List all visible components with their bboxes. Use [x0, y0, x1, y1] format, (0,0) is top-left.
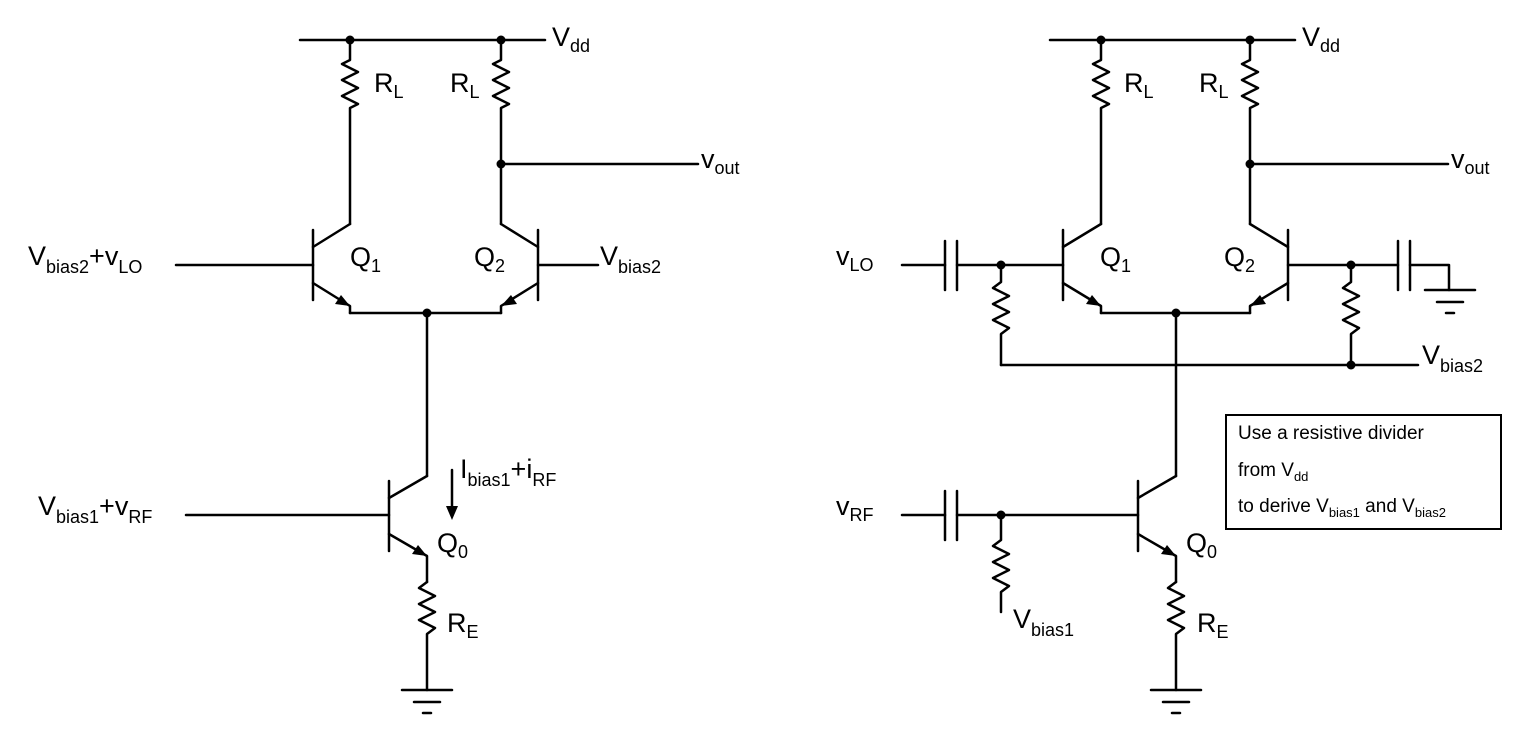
right-q2-label: Q2 [1224, 242, 1255, 276]
left-re-label: RE [447, 608, 479, 642]
note-line-3: to derive Vbias1 and Vbias2 [1238, 496, 1446, 520]
left-q2-label: Q2 [474, 242, 505, 276]
left-rl-left-label: RL [374, 68, 404, 102]
right-lo-bias-resistor [991, 263, 1011, 367]
right-ground-icon [1149, 688, 1203, 715]
left-lo-input-label: Vbias2+vLO [28, 241, 142, 277]
right-q0-transistor [1136, 474, 1178, 584]
right-vlo-label: vLO [836, 241, 874, 275]
left-re-resistor [417, 580, 437, 692]
right-vdd-label: Vdd [1302, 22, 1340, 56]
left-rl-left-resistor [340, 38, 360, 226]
right-vbias2-node [1346, 360, 1356, 370]
note-box: Use a resistive divider from Vdd to deri… [1225, 414, 1502, 530]
right-top-ground-icon [1423, 288, 1477, 315]
left-q2-bias-label: Vbias2 [600, 241, 661, 277]
left-rl-right-label: RL [450, 68, 480, 102]
note-line-1: Use a resistive divider [1238, 423, 1425, 444]
right-q2-transistor [1248, 222, 1290, 315]
left-vdd-label: Vdd [552, 22, 590, 56]
right-re-label: RE [1197, 608, 1229, 642]
left-rl-right-resistor [491, 38, 511, 226]
left-q1-transistor [311, 222, 352, 315]
right-re-resistor [1166, 580, 1186, 692]
left-circuit: Vdd RL RL vout Q1 Q2 Q0 RE Vbias2+vLO Vb… [28, 22, 740, 715]
right-rl-right-label: RL [1199, 68, 1229, 102]
left-q2-transistor [499, 222, 540, 315]
right-rf-bias-resistor [991, 513, 1011, 614]
right-vbias2-label: Vbias2 [1422, 340, 1483, 376]
left-rf-input-label: Vbias1+vRF [38, 491, 152, 527]
right-q2-bias-resistor [1341, 263, 1361, 367]
right-q2-capacitor [1396, 239, 1412, 292]
right-lo-capacitor [943, 239, 959, 292]
left-q1-label: Q1 [350, 242, 381, 276]
right-vout-label: vout [1451, 144, 1490, 178]
left-ground-icon [400, 688, 454, 715]
right-q2-cap-ground-wire [1408, 263, 1451, 292]
right-vrf-label: vRF [836, 491, 874, 525]
note-line-2: from Vdd [1238, 460, 1308, 484]
left-vout-label: vout [701, 144, 740, 178]
right-rf-capacitor [943, 489, 959, 542]
right-rl-left-resistor [1091, 38, 1111, 226]
right-vbias1-label: Vbias1 [1013, 604, 1074, 640]
left-current-label: Ibias1+iRF [460, 454, 556, 490]
left-q0-transistor [387, 474, 429, 584]
right-rl-left-label: RL [1124, 68, 1154, 102]
right-q1-transistor [1061, 222, 1103, 315]
left-q0-label: Q0 [437, 528, 468, 562]
right-rl-right-resistor [1240, 38, 1260, 226]
right-q0-label: Q0 [1186, 528, 1217, 562]
right-circuit: Vdd RL RL vout Q1 Q2 Q0 RE vLO vRF Vbias… [836, 22, 1490, 715]
right-q1-label: Q1 [1100, 242, 1131, 276]
